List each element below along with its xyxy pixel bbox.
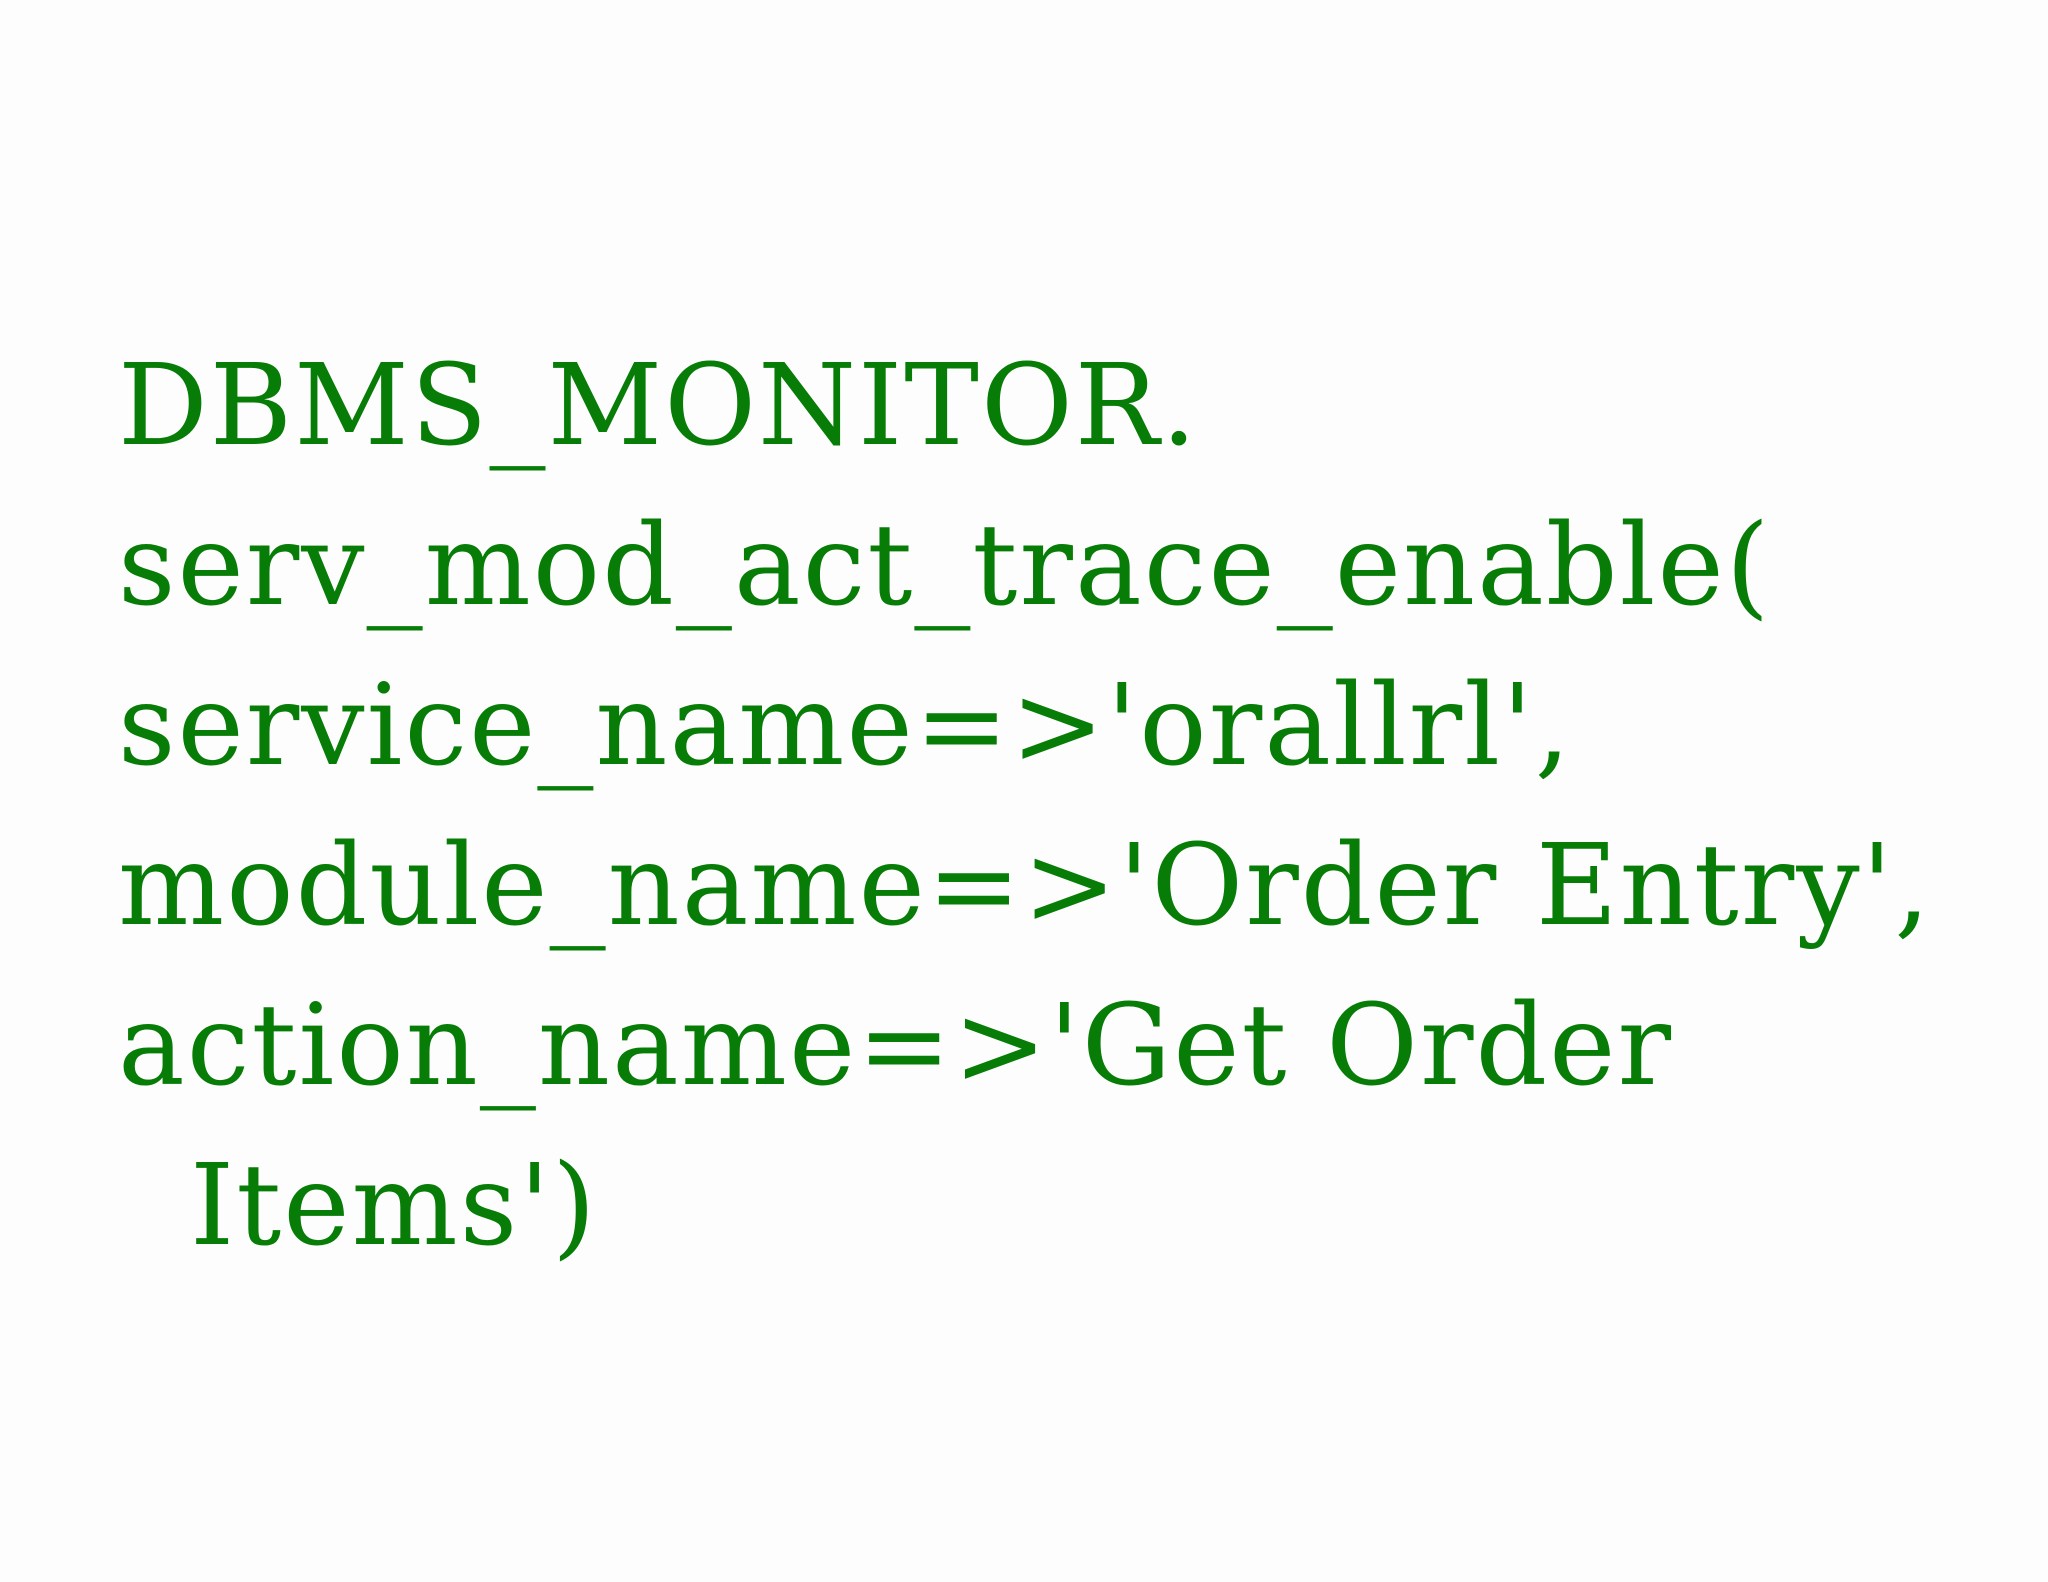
code-block: DBMS_MONITOR. serv_mod_act_trace_enable(…	[118, 326, 2008, 1286]
code-line-service-name: service_name=>'orallrl',	[118, 661, 1573, 791]
code-line-module-name: module_name=>'Order Entry',	[118, 821, 1933, 951]
code-line-action-name: action_name=>'Get Order	[118, 981, 1673, 1111]
code-line-action-continuation: Items')	[190, 1141, 598, 1271]
code-line-procedure: serv_mod_act_trace_enable(	[118, 501, 1772, 631]
code-line-package: DBMS_MONITOR.	[118, 341, 1199, 471]
